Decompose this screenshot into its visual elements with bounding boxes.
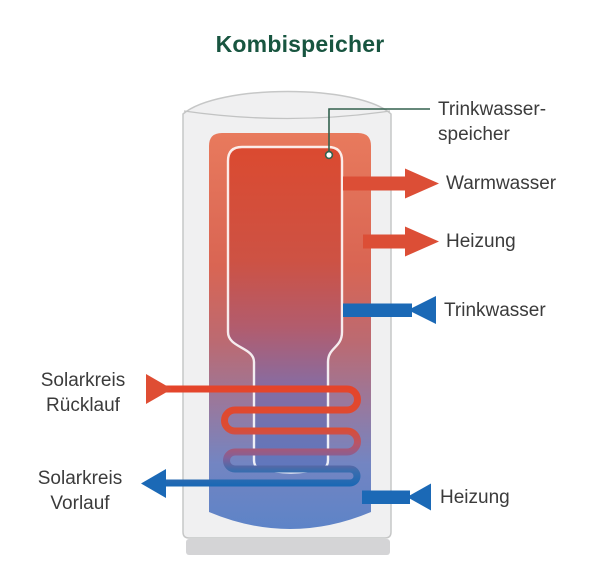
solar-ruecklauf-label: Solarkreis Rücklauf (23, 368, 143, 418)
trinkwasser-label: Trinkwasser (444, 300, 546, 321)
heizung-return-label: Heizung (440, 487, 510, 508)
solar-vorlauf-label: Solarkreis Vorlauf (20, 466, 140, 516)
diagram-title: Kombispeicher (215, 31, 385, 57)
solar-ruecklauf-line2: Rücklauf (46, 395, 120, 416)
heat-exchanger-coil (154, 385, 361, 487)
solar-ruecklauf-line1: Solarkreis (40, 370, 126, 391)
tank-pedestal (186, 539, 390, 555)
leader-dot (324, 150, 334, 160)
inner-tank-callout-label: Trinkwasser- speicher (438, 97, 546, 147)
trinkwasser-arrow (343, 296, 436, 324)
inner-tank-callout-line1: Trinkwasser- (438, 99, 547, 120)
tank-lid-seam (183, 110, 391, 120)
solar-vorlauf-line1: Solarkreis (37, 468, 123, 489)
solar-ruecklauf-arrowhead (146, 374, 172, 404)
leader-line (328, 108, 430, 151)
solar-vorlauf-line2: Vorlauf (50, 493, 110, 514)
heizung-return-arrow (362, 483, 431, 511)
warmwasser-label: Warmwasser (446, 173, 557, 194)
heizung-supply-label: Heizung (446, 231, 516, 252)
warmwasser-arrow (343, 168, 439, 199)
inner-tank-callout-line2: speicher (438, 124, 510, 145)
heizung-supply-arrow (363, 226, 439, 257)
solar-vorlauf-arrowhead (141, 469, 166, 498)
